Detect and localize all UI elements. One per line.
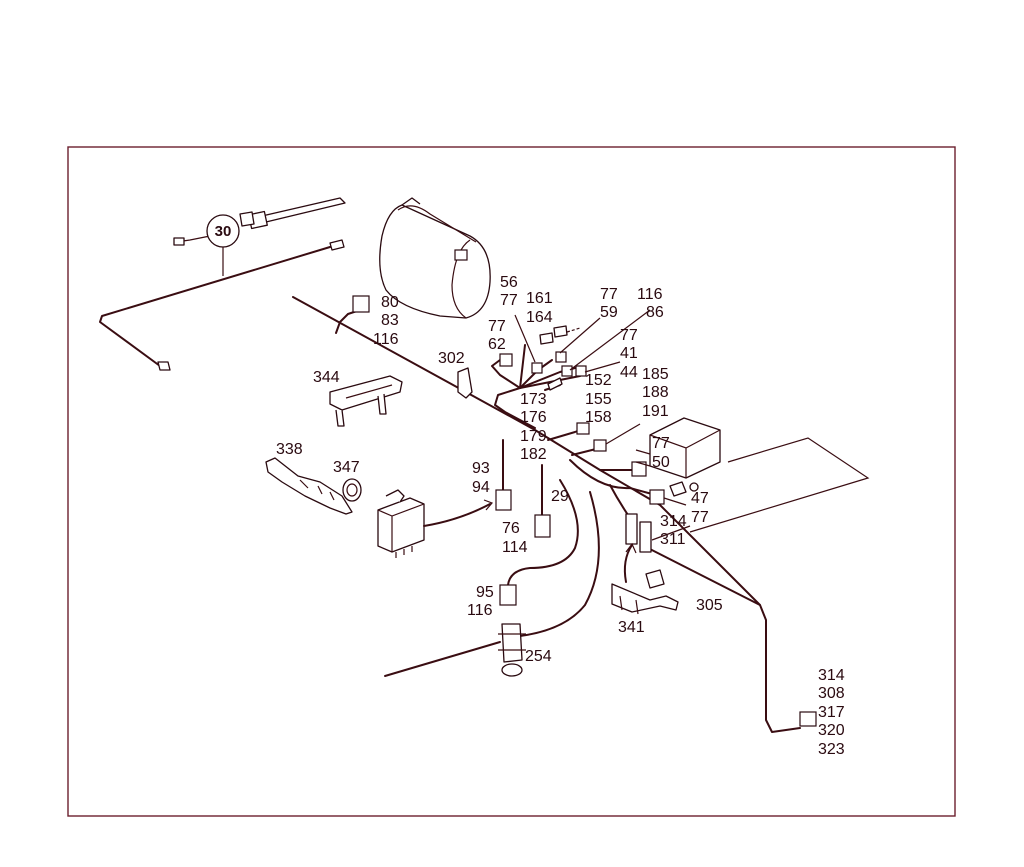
part-number-labels: 80 83 116 56 77 161 164 77 59 116 86 77 …	[276, 274, 845, 758]
label-317: 317	[818, 704, 845, 721]
label-77: 77	[500, 292, 518, 309]
label-176: 176	[520, 409, 547, 426]
label-114: 114	[502, 539, 528, 556]
label-77: 77	[652, 435, 670, 452]
label-155: 155	[585, 391, 612, 408]
label-320: 320	[818, 722, 845, 739]
part-30-cable-tie	[239, 197, 346, 230]
label-47: 47	[691, 490, 709, 507]
callout-30: 30	[206, 214, 240, 248]
label-116: 116	[637, 286, 663, 303]
bracket-344	[329, 375, 403, 427]
label-341: 341	[618, 619, 645, 636]
label-179: 179	[520, 428, 547, 445]
part-30-sensor-lead	[173, 235, 211, 246]
bracket-338	[265, 457, 353, 515]
plug-93	[495, 489, 512, 511]
label-152: 152	[585, 372, 612, 389]
label-41: 41	[620, 345, 638, 362]
label-323: 323	[818, 741, 845, 758]
label-188: 188	[642, 384, 669, 401]
module-77-50	[635, 417, 721, 479]
label-56: 56	[500, 274, 518, 291]
label-182: 182	[520, 446, 547, 463]
label-314: 314	[818, 667, 845, 684]
callout-30-label: 30	[215, 223, 232, 240]
rear-sensor-wire	[99, 239, 345, 371]
plug-95	[499, 584, 517, 606]
label-254: 254	[525, 648, 552, 665]
label-314: 314	[660, 513, 687, 530]
label-185: 185	[642, 366, 669, 383]
diagram-frame	[67, 146, 956, 817]
label-77: 77	[620, 327, 638, 344]
label-44: 44	[620, 364, 638, 381]
relay-302	[457, 367, 473, 399]
label-191: 191	[642, 403, 669, 420]
plug-185	[593, 439, 607, 452]
label-116: 116	[373, 331, 399, 348]
plug-80	[352, 295, 370, 313]
label-161: 161	[526, 290, 553, 307]
label-344: 344	[313, 369, 340, 386]
label-94: 94	[472, 479, 490, 496]
label-305: 305	[696, 597, 723, 614]
label-77: 77	[691, 509, 709, 526]
central-connector-cluster	[491, 309, 651, 429]
label-158: 158	[585, 409, 612, 426]
label-347: 347	[333, 459, 360, 476]
connector-254	[498, 623, 526, 677]
label-77: 77	[488, 318, 506, 335]
label-86: 86	[646, 304, 664, 321]
label-50: 50	[652, 454, 670, 471]
label-62: 62	[488, 336, 506, 353]
floor-panel-outline	[689, 437, 870, 533]
plug-311	[639, 521, 652, 553]
label-95: 95	[476, 584, 494, 601]
label-308: 308	[818, 685, 845, 702]
label-93: 93	[472, 460, 490, 477]
label-302: 302	[438, 350, 465, 367]
label-338: 338	[276, 441, 303, 458]
label-164: 164	[526, 309, 553, 326]
bracket-341	[611, 542, 679, 615]
plug-152	[576, 422, 590, 435]
label-77: 77	[600, 286, 618, 303]
label-116: 116	[467, 602, 493, 619]
label-76: 76	[502, 520, 520, 537]
label-29: 29	[551, 488, 569, 505]
label-80: 80	[381, 294, 399, 311]
label-59: 59	[600, 304, 618, 321]
plug-76	[534, 514, 551, 538]
label-173: 173	[520, 391, 547, 408]
label-311: 311	[660, 531, 686, 548]
grommet-347	[342, 478, 362, 502]
label-83: 83	[381, 312, 399, 329]
plug-314	[625, 513, 638, 545]
blower-housing	[379, 197, 491, 319]
control-module	[377, 489, 494, 558]
plug-314-end	[799, 711, 817, 727]
